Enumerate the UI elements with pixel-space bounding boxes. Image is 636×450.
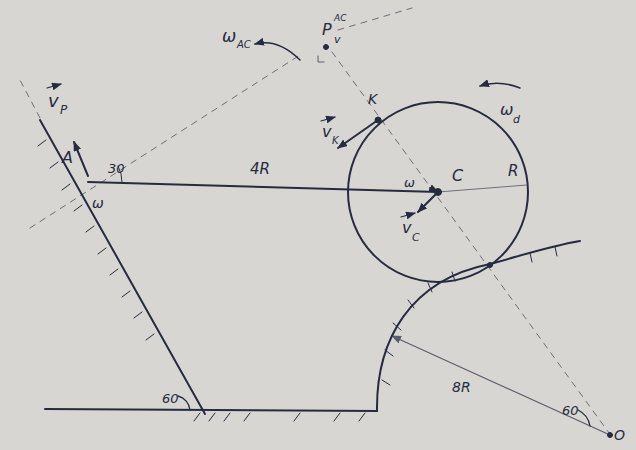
angle-value: 60 <box>162 392 179 405</box>
angle-value: 60 <box>562 404 579 417</box>
subscript: P <box>60 104 67 116</box>
angular-velocity: ω <box>500 102 513 118</box>
subscript: AC <box>237 40 251 50</box>
subscript: K <box>332 136 339 146</box>
velocity-symbol: v <box>322 124 331 140</box>
dimension: 8R <box>452 380 471 394</box>
velocity-symbol: v <box>48 92 59 110</box>
subscript: v <box>334 34 341 45</box>
point-name: A <box>62 150 73 166</box>
angular-velocity: ω <box>404 176 415 189</box>
dimension: 4R <box>250 162 270 177</box>
angular-velocity: ω <box>222 28 236 45</box>
velocity-symbol: v <box>402 220 411 236</box>
subscript: d <box>513 114 520 125</box>
angle-value: 30 <box>108 162 125 175</box>
point-name: O <box>614 428 625 442</box>
superscript: AC <box>334 14 346 23</box>
subscript: C <box>412 232 420 243</box>
dimension: R <box>508 164 518 179</box>
angular-velocity: ω <box>92 196 104 210</box>
point-name: K <box>368 92 377 106</box>
point-name: C <box>452 168 463 184</box>
pole-symbol: P <box>322 22 332 38</box>
